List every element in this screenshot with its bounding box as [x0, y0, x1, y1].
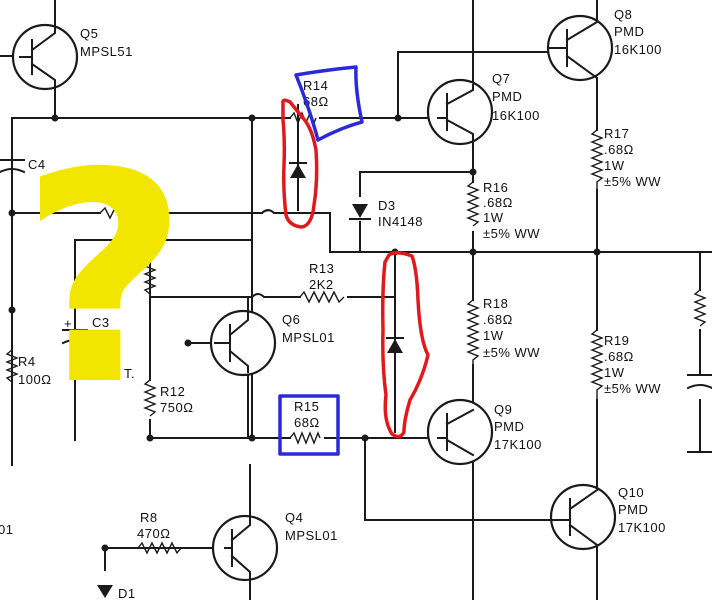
- r4-value: 100Ω: [18, 372, 51, 387]
- q7-part: 16K100: [492, 108, 540, 123]
- diode-d1: D1: [97, 585, 136, 600]
- diode-d3: D3 IN4148: [349, 198, 423, 229]
- q10-type: PMD: [618, 502, 648, 517]
- d3-ref: D3: [378, 198, 396, 213]
- resistor-r12: R12 750Ω T.: [124, 366, 193, 417]
- red-annotation-right: [381, 251, 430, 439]
- question-mark-glyph: ?: [20, 112, 188, 449]
- resistor-r19: R19 .68Ω 1W ±5% WW: [590, 329, 661, 400]
- t-label: T.: [124, 366, 135, 381]
- r4-ref: R4: [18, 354, 36, 369]
- q10-ref: Q10: [618, 485, 644, 500]
- q8-type: PMD: [614, 24, 644, 39]
- transistor-q10: Q10 PMD 17K100: [472, 483, 666, 551]
- resistor-r15: R15 68Ω: [289, 399, 321, 445]
- q5-part: MPSL51: [80, 44, 133, 59]
- q5-ref: Q5: [80, 26, 98, 41]
- c3-ref: C3: [92, 315, 110, 330]
- r13-value: 2K2: [309, 277, 334, 292]
- resistor-under-question-mark: [143, 261, 157, 295]
- transistor-q7: Q7 PMD 16K100: [426, 71, 540, 146]
- r18-ref: R18: [483, 296, 508, 311]
- r17-value: .68Ω: [604, 142, 634, 157]
- r19-value: .68Ω: [604, 349, 634, 364]
- resistor-right-edge: [693, 289, 707, 327]
- resistor-r17: R17 .68Ω 1W ±5% WW: [590, 126, 661, 190]
- r19-tol: ±5% WW: [604, 381, 661, 396]
- resistor-r14: R14 68Ω: [289, 78, 329, 125]
- capacitor-c4: C4: [0, 157, 46, 214]
- blue-annotation-r14: [294, 65, 364, 142]
- capacitor-c3: + C3: [61, 315, 110, 345]
- r16-power: 1W: [483, 210, 504, 225]
- d1-ref: D1: [118, 586, 136, 600]
- q6-part: MPSL01: [282, 330, 335, 345]
- q4-part: MPSL01: [285, 528, 338, 543]
- blue-annotation-r15: [278, 394, 340, 456]
- resistor-r13: R13 2K2: [299, 261, 345, 304]
- r14-ref: R14: [303, 78, 328, 93]
- diode-inside-red-left: [289, 104, 307, 211]
- q4-ref: Q4: [285, 510, 303, 525]
- resistor-r4: R4 100Ω: [5, 349, 51, 465]
- c4-ref: C4: [28, 157, 46, 172]
- d3-part: IN4148: [378, 214, 423, 229]
- q7-type: PMD: [492, 89, 522, 104]
- resistor-r8: R8 470Ω: [137, 510, 182, 555]
- red-annotation-left: [281, 98, 319, 229]
- r13-ref: R13: [309, 261, 334, 276]
- r8-value: 470Ω: [137, 526, 170, 541]
- transistor-q5: Q5 MPSL51: [11, 23, 133, 91]
- yellow-question-mark: ?: [20, 112, 188, 449]
- q10-part: 17K100: [618, 520, 666, 535]
- diode-inside-red-right: [386, 257, 404, 433]
- r18-tol: ±5% WW: [483, 345, 540, 360]
- r18-power: 1W: [483, 328, 504, 343]
- r16-ref: R16: [483, 180, 508, 195]
- r17-ref: R17: [604, 126, 629, 141]
- transistor-q9: Q9 PMD 17K100: [426, 398, 542, 466]
- r16-value: .68Ω: [483, 195, 513, 210]
- q8-ref: Q8: [614, 7, 632, 22]
- r17-tol: ±5% WW: [604, 174, 661, 189]
- transistor-q6: Q6 MPSL01: [209, 309, 335, 377]
- q9-type: PMD: [494, 419, 524, 434]
- r8-ref: R8: [140, 510, 158, 525]
- resistor-r16: R16 .68Ω 1W ±5% WW: [466, 180, 540, 241]
- resistor-r5: R5 10K: [99, 176, 151, 220]
- r12-value: 750Ω: [160, 400, 193, 415]
- c3-polarity: +: [64, 316, 72, 331]
- r14-value: 68Ω: [303, 94, 329, 109]
- r18-value: .68Ω: [483, 312, 513, 327]
- q7-ref: Q7: [492, 71, 510, 86]
- transistor-q8: Q8 PMD 16K100: [546, 7, 662, 82]
- q9-part: 17K100: [494, 437, 542, 452]
- r5-ref: R5: [108, 176, 126, 191]
- left-edge-fragment: 01: [0, 522, 13, 537]
- r16-tol: ±5% WW: [483, 226, 540, 241]
- r15-ref: R15: [294, 399, 319, 414]
- q8-part: 16K100: [614, 42, 662, 57]
- transistor-q4: Q4 MPSL01: [211, 510, 338, 582]
- r17-power: 1W: [604, 158, 625, 173]
- r5-value: 10K: [105, 191, 130, 206]
- r19-power: 1W: [604, 365, 625, 380]
- q6-ref: Q6: [282, 312, 300, 327]
- r12-ref: R12: [160, 384, 185, 399]
- q9-ref: Q9: [494, 402, 512, 417]
- r19-ref: R19: [604, 333, 629, 348]
- capacitor-right-edge: [686, 374, 712, 390]
- resistor-r18: R18 .68Ω 1W ±5% WW: [466, 296, 540, 365]
- r15-value: 68Ω: [294, 415, 320, 430]
